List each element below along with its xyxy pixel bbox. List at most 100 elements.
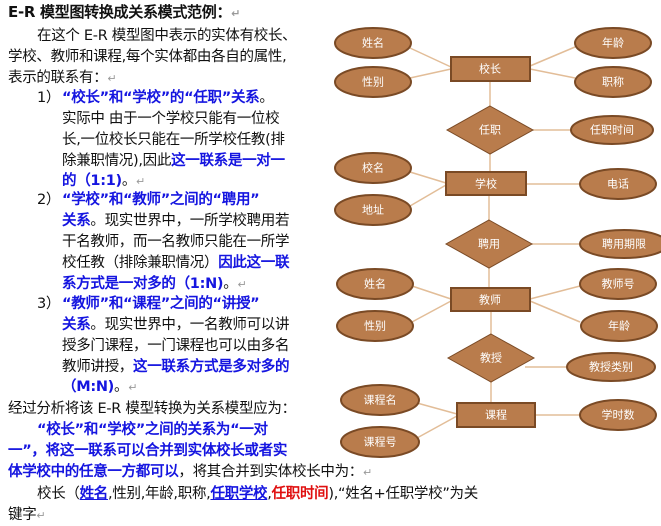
emphasis: 因此这一联: [218, 255, 290, 271]
primary-key: 姓名: [79, 486, 109, 502]
item-heading: “校长”和“学校”的“任职”关系: [62, 90, 260, 106]
diagram-label: 聘用期限: [602, 237, 646, 251]
item3-head: 3）“教师”和“课程”之间的“讲授”: [37, 294, 260, 314]
entity-course: 课程: [456, 402, 536, 428]
diagram-label: 教师号: [602, 278, 635, 291]
connectors: [409, 46, 581, 439]
diagram-label: 校名: [362, 161, 384, 175]
punct: 。: [223, 276, 238, 292]
item2-line-3: 干名教师，而一名教师只能在一所学: [62, 234, 290, 250]
text: 。现实世界中，一名教师可以讲: [90, 317, 290, 333]
conclusion-line-1: “校长”和“学校”之间的关系为“一对: [37, 422, 268, 438]
item3-line-3: 授多门课程，一门课程也可以由多名: [62, 338, 290, 354]
text: 。现实世界中，一所学校聘用若: [90, 213, 290, 229]
schema-line: 校长（姓名,性别,年龄,职称,任职学校,任职时间),“姓名+任职学校”为关: [37, 484, 478, 504]
diagram-label: 任职时间: [590, 124, 634, 137]
attr-school-address: 地址: [334, 194, 412, 226]
entity-school: 学校: [445, 171, 527, 196]
item2-line-4: 校任教（排除兼职情况）因此这一联: [62, 253, 290, 273]
item2-line-2: 关系。现实世界中，一所学校聘用若: [62, 211, 290, 231]
attr-teacher-age: 年龄: [580, 310, 658, 342]
diagram-label: 聘用: [478, 237, 500, 251]
attr-principal-name: 姓名: [334, 27, 412, 59]
diagram-label: 任职: [479, 124, 501, 137]
schema-line-2: 键字↵: [8, 505, 46, 526]
item3-line-2: 关系。现实世界中，一名教师可以讲: [62, 315, 290, 335]
relation-teach: 教授: [446, 333, 536, 383]
diagram-label: 课程名: [364, 393, 397, 407]
paragraph-mark: ↵: [237, 278, 247, 291]
emphasis: （M:N): [62, 379, 114, 395]
text: 校任教（排除兼职情况）: [62, 255, 219, 271]
punct: 。: [121, 173, 137, 189]
diagram-label: 姓名: [364, 277, 386, 291]
diagram-label: 校长: [479, 62, 501, 76]
diagram-label: 地址: [362, 203, 384, 217]
attr-teacher-gender: 性别: [336, 310, 414, 342]
intro-line-3: 表示的联系有：↵: [8, 68, 117, 89]
text: ,性别,年龄,职称,: [108, 486, 211, 502]
conclusion-line-3: 体学校中的任意一方都可以，将其合并到实体校长中为：↵: [8, 462, 372, 483]
entity-teacher: 教师: [450, 287, 531, 312]
diagram-label: 教授类别: [589, 360, 633, 374]
attr-teacher-id: 教师号: [579, 268, 657, 300]
attr-principal-title: 职称: [574, 66, 652, 98]
attr-school-name: 校名: [334, 152, 412, 184]
diagram-label: 电话: [607, 178, 629, 191]
item-number: 3）: [37, 296, 61, 312]
attr-principal-gender: 性别: [334, 66, 412, 98]
document-title: E-R 模型图转换成关系模式范例：↵: [8, 2, 240, 24]
attr-appoint-time: 任职时间: [570, 115, 654, 145]
diagram-label: 年龄: [602, 36, 624, 50]
item2-line-5: 系方式是一对多的（1:N)。↵: [62, 274, 247, 295]
item1-line-3: 长,一位校长只能在一所学校任教(排: [62, 132, 285, 148]
attr-principal-age: 年龄: [574, 27, 652, 59]
diagram-label: 职称: [602, 75, 624, 89]
item1-line-5: 的（1:1)。↵: [62, 171, 145, 192]
item3-line-4: 教师讲授，这一联系方式是多对多的: [62, 357, 290, 377]
title-text: E-R 模型图转换成关系模式范例：: [8, 3, 232, 21]
item-heading: “学校”和“教师”之间的“聘用”: [62, 192, 260, 208]
attr-school-phone: 电话: [579, 168, 657, 200]
paragraph-mark: ↵: [136, 175, 145, 188]
entity-principal: 校长: [450, 56, 531, 82]
intro-line-2: 学校、教师和课程,每个实体都由各自的属性,: [8, 49, 287, 65]
diagram-label: 教师: [479, 294, 501, 307]
emphasis: 这一联系是一对一: [171, 153, 285, 169]
paragraph-mark: ↵: [36, 509, 46, 522]
item1-head: 1）“校长”和“学校”的“任职”关系。: [37, 88, 274, 108]
diagram-label: 教授: [480, 351, 502, 365]
emphasis: 这一联系方式是多对多的: [133, 359, 290, 375]
paragraph-mark: ↵: [107, 72, 117, 85]
primary-key: 任职学校: [210, 486, 268, 502]
diagram-label: 课程: [485, 409, 507, 422]
punct: 。: [259, 90, 274, 106]
conclusion-line-2: 一”，将这一联系可以合并到实体校长或者实: [8, 443, 288, 459]
text: 教师讲授，: [62, 359, 133, 375]
text: 除兼职情况),因此: [62, 153, 172, 169]
emphasis: 关系: [62, 213, 91, 229]
attr-course-id: 课程号: [340, 426, 420, 458]
text: 键字: [8, 507, 37, 523]
attr-hire-term: 聘用期限: [579, 229, 661, 259]
attr-course-hours: 学时数: [579, 399, 657, 431]
paragraph-mark: ↵: [128, 381, 138, 394]
relation-attribute: 任职时间: [271, 486, 329, 502]
diagram-label: 姓名: [362, 36, 384, 50]
attr-teach-type: 教授类别: [566, 352, 656, 382]
emphasis: 系方式是一对多的（1:N): [62, 276, 224, 292]
attr-teacher-name: 姓名: [336, 268, 414, 300]
text: 校长（: [37, 486, 80, 502]
diagram-label: 性别: [362, 75, 384, 89]
item2-head: 2）“学校”和“教师”之间的“聘用”: [37, 190, 260, 210]
intro-line-1: 在这个 E-R 模型图中表示的实体有校长、: [37, 28, 297, 44]
diagram-label: 学校: [475, 177, 497, 191]
intro-text: 表示的联系有：: [8, 70, 108, 86]
item1-line-4: 除兼职情况),因此这一联系是一对一: [62, 151, 285, 171]
text: ，将其合并到实体校长中为：: [178, 464, 364, 480]
item-number: 2）: [37, 192, 61, 208]
text: ),“姓名+任职学校”为关: [328, 486, 478, 502]
text: ,: [267, 486, 272, 502]
punct: 。: [114, 379, 129, 395]
